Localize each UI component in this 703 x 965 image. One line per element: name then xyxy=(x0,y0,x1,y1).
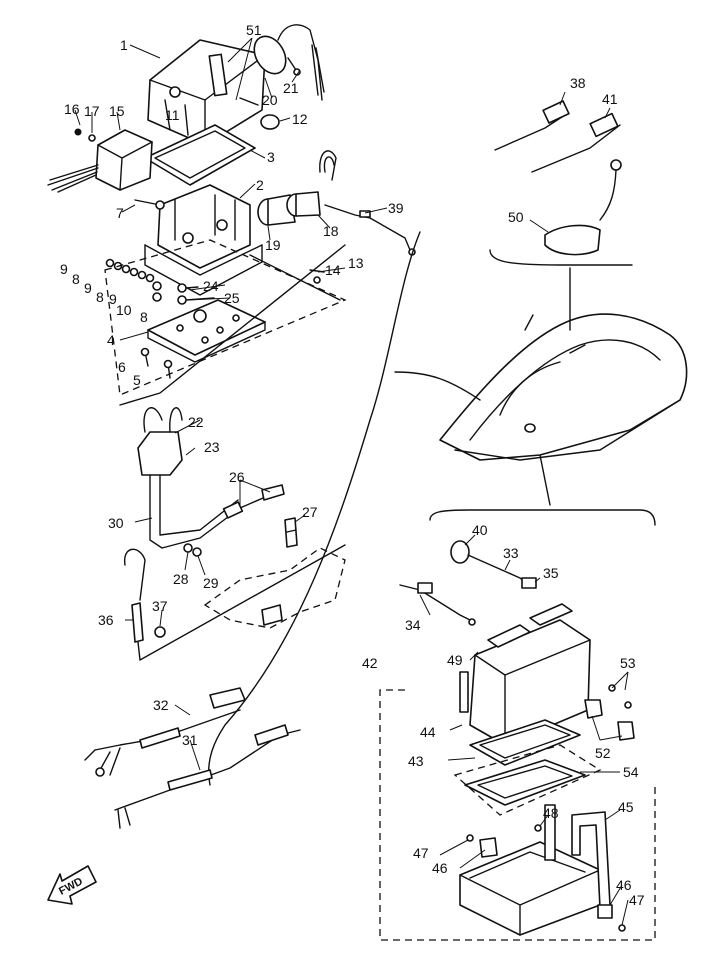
callout-5: 5 xyxy=(133,372,141,388)
callout-25: 25 xyxy=(224,290,240,306)
callout-12: 12 xyxy=(292,111,308,127)
callout-20: 20 xyxy=(262,92,278,108)
callout-40: 40 xyxy=(472,522,488,538)
callout-49: 49 xyxy=(447,652,463,668)
callout-10: 10 xyxy=(116,302,132,318)
callout-1: 1 xyxy=(120,37,128,53)
battery-cable-positive xyxy=(450,540,537,589)
callout-15: 15 xyxy=(109,103,125,119)
rod-13-14 xyxy=(249,254,341,301)
callout-18: 18 xyxy=(323,223,339,239)
callout-26: 26 xyxy=(229,469,245,485)
callout-28: 28 xyxy=(173,571,189,587)
top-right-cables xyxy=(489,100,633,266)
callout-31: 31 xyxy=(182,732,198,748)
callout-34: 34 xyxy=(405,617,421,633)
wire-harness-31 xyxy=(114,724,301,829)
callout-11: 11 xyxy=(165,107,180,123)
callout-43: 43 xyxy=(408,753,424,769)
callout-16: 16 xyxy=(64,101,80,117)
callout-21: 21 xyxy=(283,80,299,96)
callout-35: 35 xyxy=(543,565,559,581)
callout-47b: 47 xyxy=(629,892,645,908)
engine-outline xyxy=(203,547,346,629)
callout-36: 36 xyxy=(98,612,114,628)
callout-33: 33 xyxy=(503,545,519,561)
callout-6: 6 xyxy=(118,359,126,375)
bracket-line-battery xyxy=(429,509,656,526)
callout-3: 3 xyxy=(267,149,275,165)
callout-48: 48 xyxy=(543,805,559,821)
small-bolts xyxy=(466,824,626,932)
wire-harness-32 xyxy=(84,687,246,777)
callout-52: 52 xyxy=(595,745,611,761)
callout-19: 19 xyxy=(265,237,281,253)
callout-13: 13 xyxy=(348,255,364,271)
cable-cap-assembly xyxy=(239,24,325,130)
callout-47a: 47 xyxy=(413,845,429,861)
callout-30: 30 xyxy=(108,515,124,531)
callout-8b: 8 xyxy=(96,289,104,305)
callout-9b: 9 xyxy=(84,280,92,296)
ignition-coil-assembly xyxy=(119,244,346,557)
callout-4: 4 xyxy=(107,332,115,348)
spark-plug xyxy=(284,517,298,548)
personal-watercraft-hull xyxy=(439,313,688,461)
callout-27: 27 xyxy=(302,504,318,520)
pointer-arrow-left xyxy=(394,371,481,401)
battery-clamps xyxy=(584,684,635,741)
callout-42: 42 xyxy=(362,655,378,671)
separation-line xyxy=(208,231,421,786)
callout-46a: 46 xyxy=(432,860,448,876)
callout-17: 17 xyxy=(84,103,100,119)
leader-lines xyxy=(74,37,629,926)
callout-24: 24 xyxy=(203,278,219,294)
callout-7: 7 xyxy=(116,205,124,221)
callout-labels: 1 51 21 20 12 16 17 15 11 3 2 7 39 18 19… xyxy=(60,22,645,908)
callout-50: 50 xyxy=(508,209,524,225)
callout-8c: 8 xyxy=(140,309,148,325)
callout-32: 32 xyxy=(153,697,169,713)
battery-tray xyxy=(459,804,601,936)
base-plate xyxy=(104,239,347,396)
pointer-arrow-right xyxy=(539,454,551,506)
callout-44: 44 xyxy=(420,724,436,740)
box-with-wires xyxy=(47,128,153,193)
callout-9c: 9 xyxy=(109,291,117,307)
callout-53: 53 xyxy=(620,655,636,671)
electrical-box-cover xyxy=(147,39,266,146)
wire-36-37 xyxy=(124,544,346,661)
callout-8a: 8 xyxy=(72,271,80,287)
gasket xyxy=(144,124,256,186)
callout-41: 41 xyxy=(602,91,618,107)
battery xyxy=(459,603,591,746)
callout-14: 14 xyxy=(325,262,341,278)
callout-39: 39 xyxy=(388,200,404,216)
callout-2: 2 xyxy=(256,177,264,193)
callout-29: 29 xyxy=(203,575,219,591)
dashed-outline-42 xyxy=(379,689,656,941)
callout-37: 37 xyxy=(152,598,168,614)
callout-46b: 46 xyxy=(616,877,632,893)
fwd-arrow-icon: FWD xyxy=(47,865,97,905)
battery-strap xyxy=(571,811,613,919)
washer-stack xyxy=(105,258,162,302)
callout-45: 45 xyxy=(618,799,634,815)
callout-22: 22 xyxy=(188,414,204,430)
screw-7 xyxy=(134,199,165,210)
coil-assembly xyxy=(257,150,337,226)
callout-51: 51 xyxy=(246,22,262,38)
callout-38: 38 xyxy=(570,75,586,91)
callout-9a: 9 xyxy=(60,261,68,277)
battery-cable-negative xyxy=(399,582,476,626)
screws-5-6 xyxy=(140,347,173,379)
callout-23: 23 xyxy=(204,439,220,455)
battery-mats xyxy=(453,719,602,816)
callout-54: 54 xyxy=(623,764,639,780)
